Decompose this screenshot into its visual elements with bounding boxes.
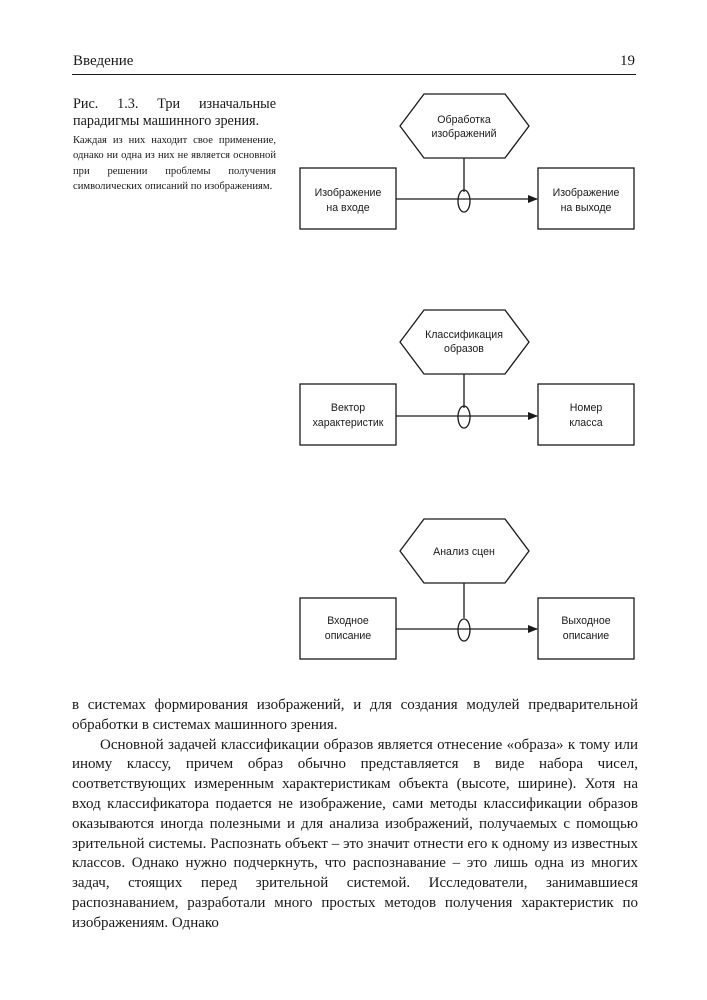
header-rule bbox=[72, 74, 636, 75]
junction-ring bbox=[457, 189, 471, 213]
diagram-scene-analysis: Анализ сцен Входное описание Выходное оп… bbox=[299, 518, 635, 660]
process-hexagon bbox=[399, 93, 530, 159]
input-label-line1: Изображение bbox=[315, 187, 382, 199]
input-box bbox=[299, 597, 397, 660]
output-label-line1: Выходное bbox=[561, 615, 610, 627]
page-number: 19 bbox=[620, 53, 635, 69]
process-hexagon bbox=[399, 518, 530, 584]
output-label-line1: Номер bbox=[570, 402, 603, 414]
input-label-line2: на входе bbox=[326, 202, 369, 214]
process-label-line2: образов bbox=[444, 343, 484, 355]
process-hexagon bbox=[399, 309, 530, 375]
process-label-line1: Анализ сцен bbox=[433, 546, 495, 558]
output-label-line2: на выходе bbox=[561, 202, 612, 214]
figure-caption: Рис. 1.3. Три изначальные парадигмы маши… bbox=[73, 96, 276, 195]
input-label-line2: описание bbox=[325, 630, 372, 642]
output-box bbox=[537, 167, 635, 230]
process-label-line1: Классификация bbox=[425, 329, 503, 341]
input-label-line1: Вектор bbox=[331, 402, 365, 414]
junction-ring bbox=[457, 405, 471, 429]
body-text: в системах формирования изображений, и д… bbox=[72, 696, 638, 934]
process-label-line2: изображений bbox=[431, 128, 496, 140]
figure-caption-body: Каждая из них находит свое применение, о… bbox=[73, 135, 276, 193]
output-box bbox=[537, 383, 635, 446]
output-label-line2: описание bbox=[563, 630, 610, 642]
junction-ring bbox=[457, 618, 471, 642]
paragraph: в системах формирования изображений, и д… bbox=[72, 697, 638, 733]
input-label-line1: Входное bbox=[327, 615, 369, 627]
figure-caption-title: Рис. 1.3. Три изначальные парадигмы маши… bbox=[73, 96, 276, 129]
paradigms-diagram: Обработка изображений Изображение на вхо… bbox=[299, 93, 635, 660]
output-box bbox=[537, 597, 635, 660]
diagram-pattern-classification: Классификация образов Вектор характерист… bbox=[299, 309, 635, 446]
input-label-line2: характеристик bbox=[313, 417, 384, 429]
output-label-line1: Изображение bbox=[553, 187, 620, 199]
diagram-image-processing: Обработка изображений Изображение на вхо… bbox=[299, 93, 635, 230]
paragraph: Основной задачей классификации образов я… bbox=[72, 736, 638, 931]
running-header-title: Введение bbox=[73, 53, 134, 69]
input-box bbox=[299, 383, 397, 446]
output-label-line2: класса bbox=[569, 417, 602, 429]
process-label-line1: Обработка bbox=[437, 114, 491, 126]
